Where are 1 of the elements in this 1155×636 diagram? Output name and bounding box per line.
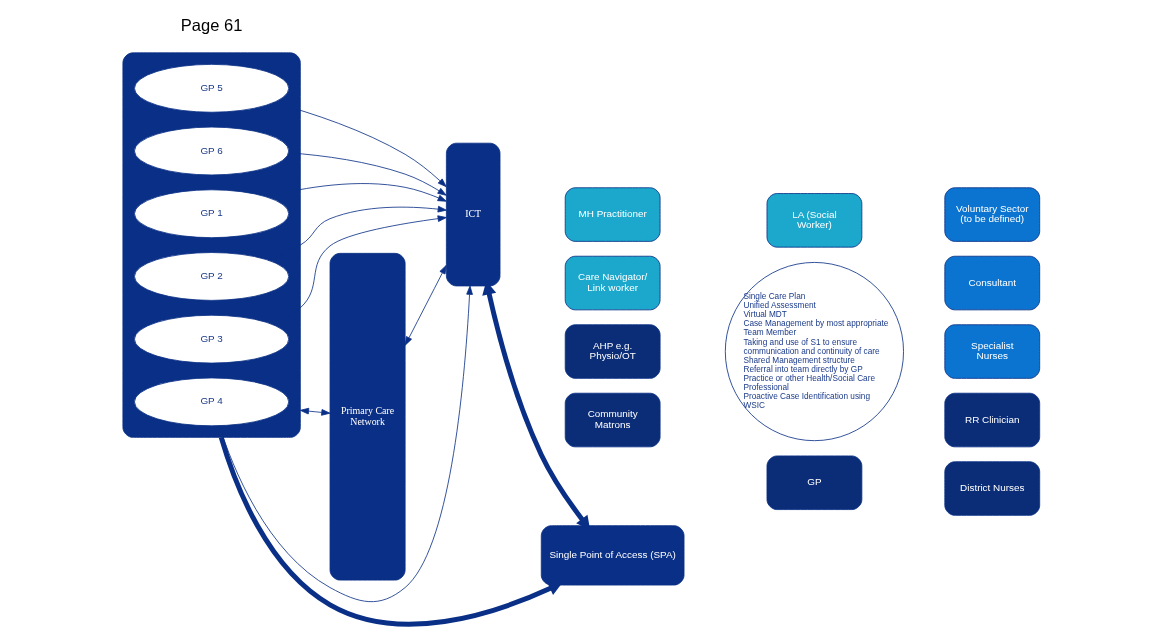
label: Page 61	[180, 15, 242, 34]
